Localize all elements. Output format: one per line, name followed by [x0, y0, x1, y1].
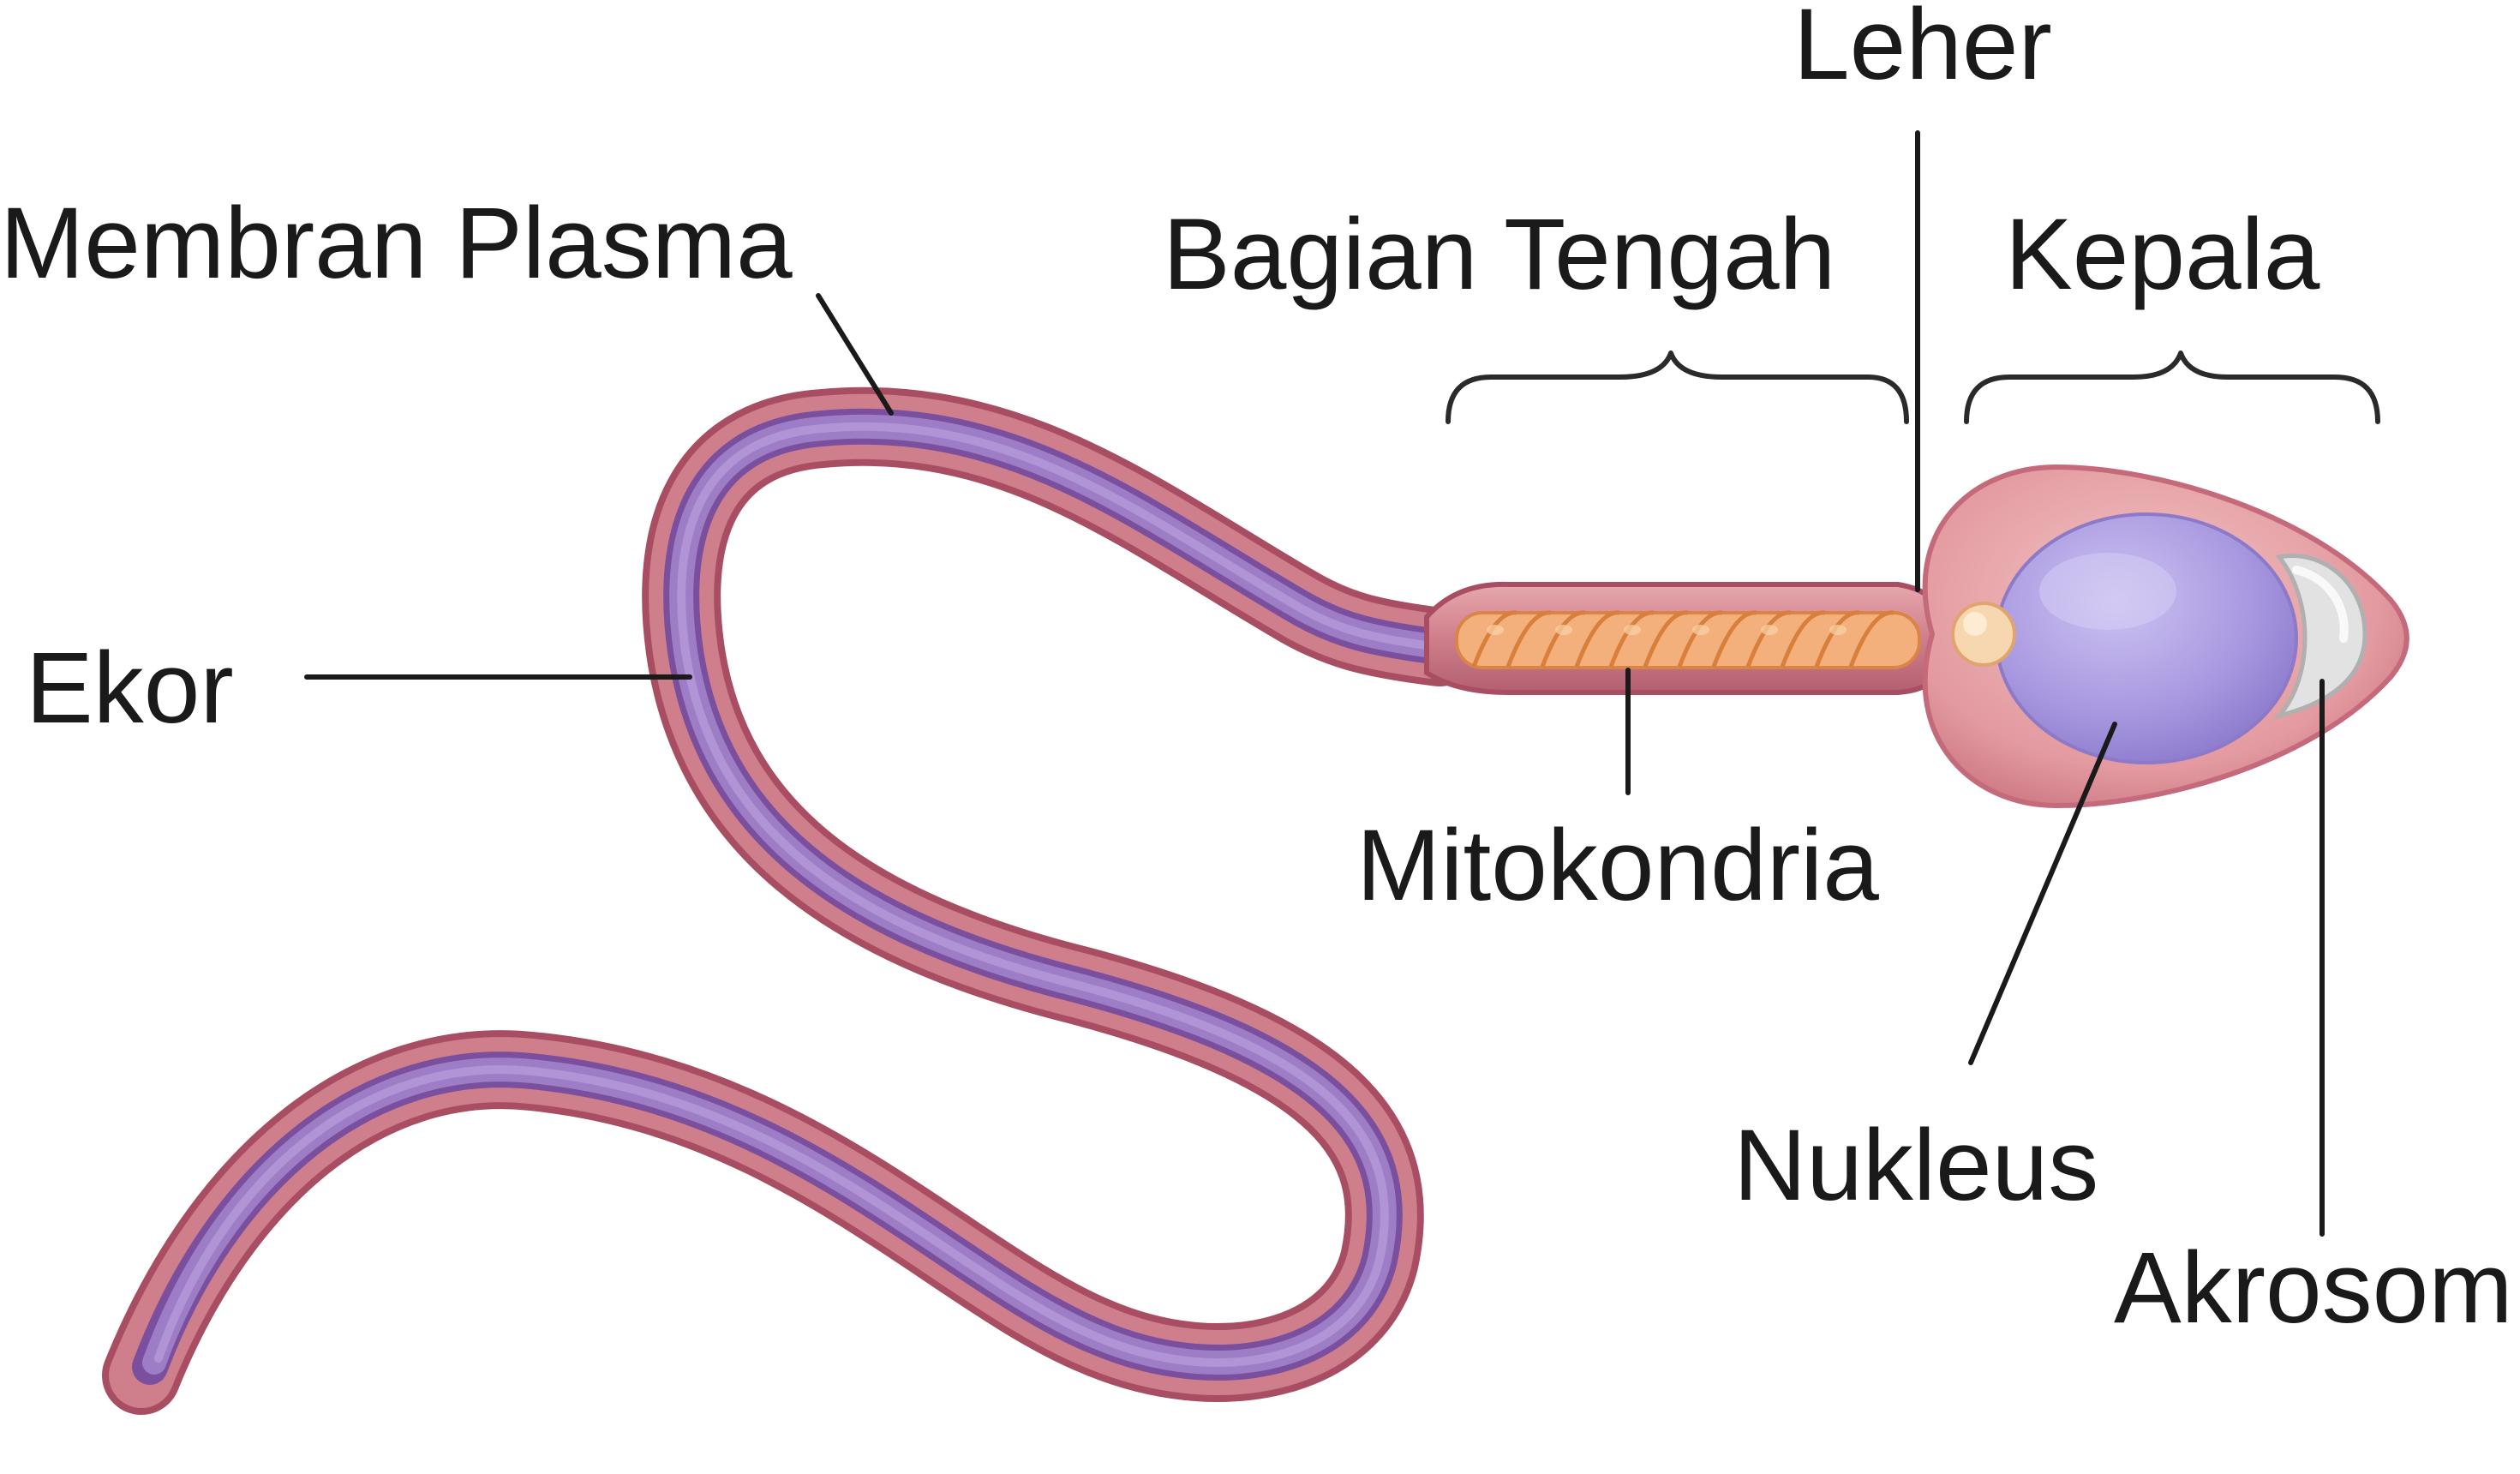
acrosome-shape	[2272, 554, 2367, 720]
membran-plasma-leader	[816, 293, 894, 416]
label-akrosom: Akrosom	[2114, 1231, 2513, 1345]
label-leher: Leher	[1793, 0, 2052, 101]
label-bagian-tengah: Bagian Tengah	[1163, 198, 1835, 311]
nucleus-shape	[1995, 512, 2298, 764]
midpiece	[1424, 581, 1948, 695]
mitochondria-spiral	[1455, 610, 1921, 669]
head	[1922, 464, 2409, 809]
bagian-tengah-brace	[1446, 351, 1909, 424]
label-mitokondria: Mitokondria	[1356, 809, 1879, 922]
kepala-brace	[1964, 351, 2380, 424]
tail	[102, 386, 1479, 1415]
label-kepala: Kepala	[2005, 198, 2320, 311]
label-nukleus: Nukleus	[1733, 1109, 2098, 1222]
centriole-shape	[1951, 602, 2016, 667]
nukleus-leader	[1968, 722, 2117, 1065]
label-membran-plasma: Membran Plasma	[0, 187, 793, 300]
label-ekor: Ekor	[26, 632, 234, 745]
